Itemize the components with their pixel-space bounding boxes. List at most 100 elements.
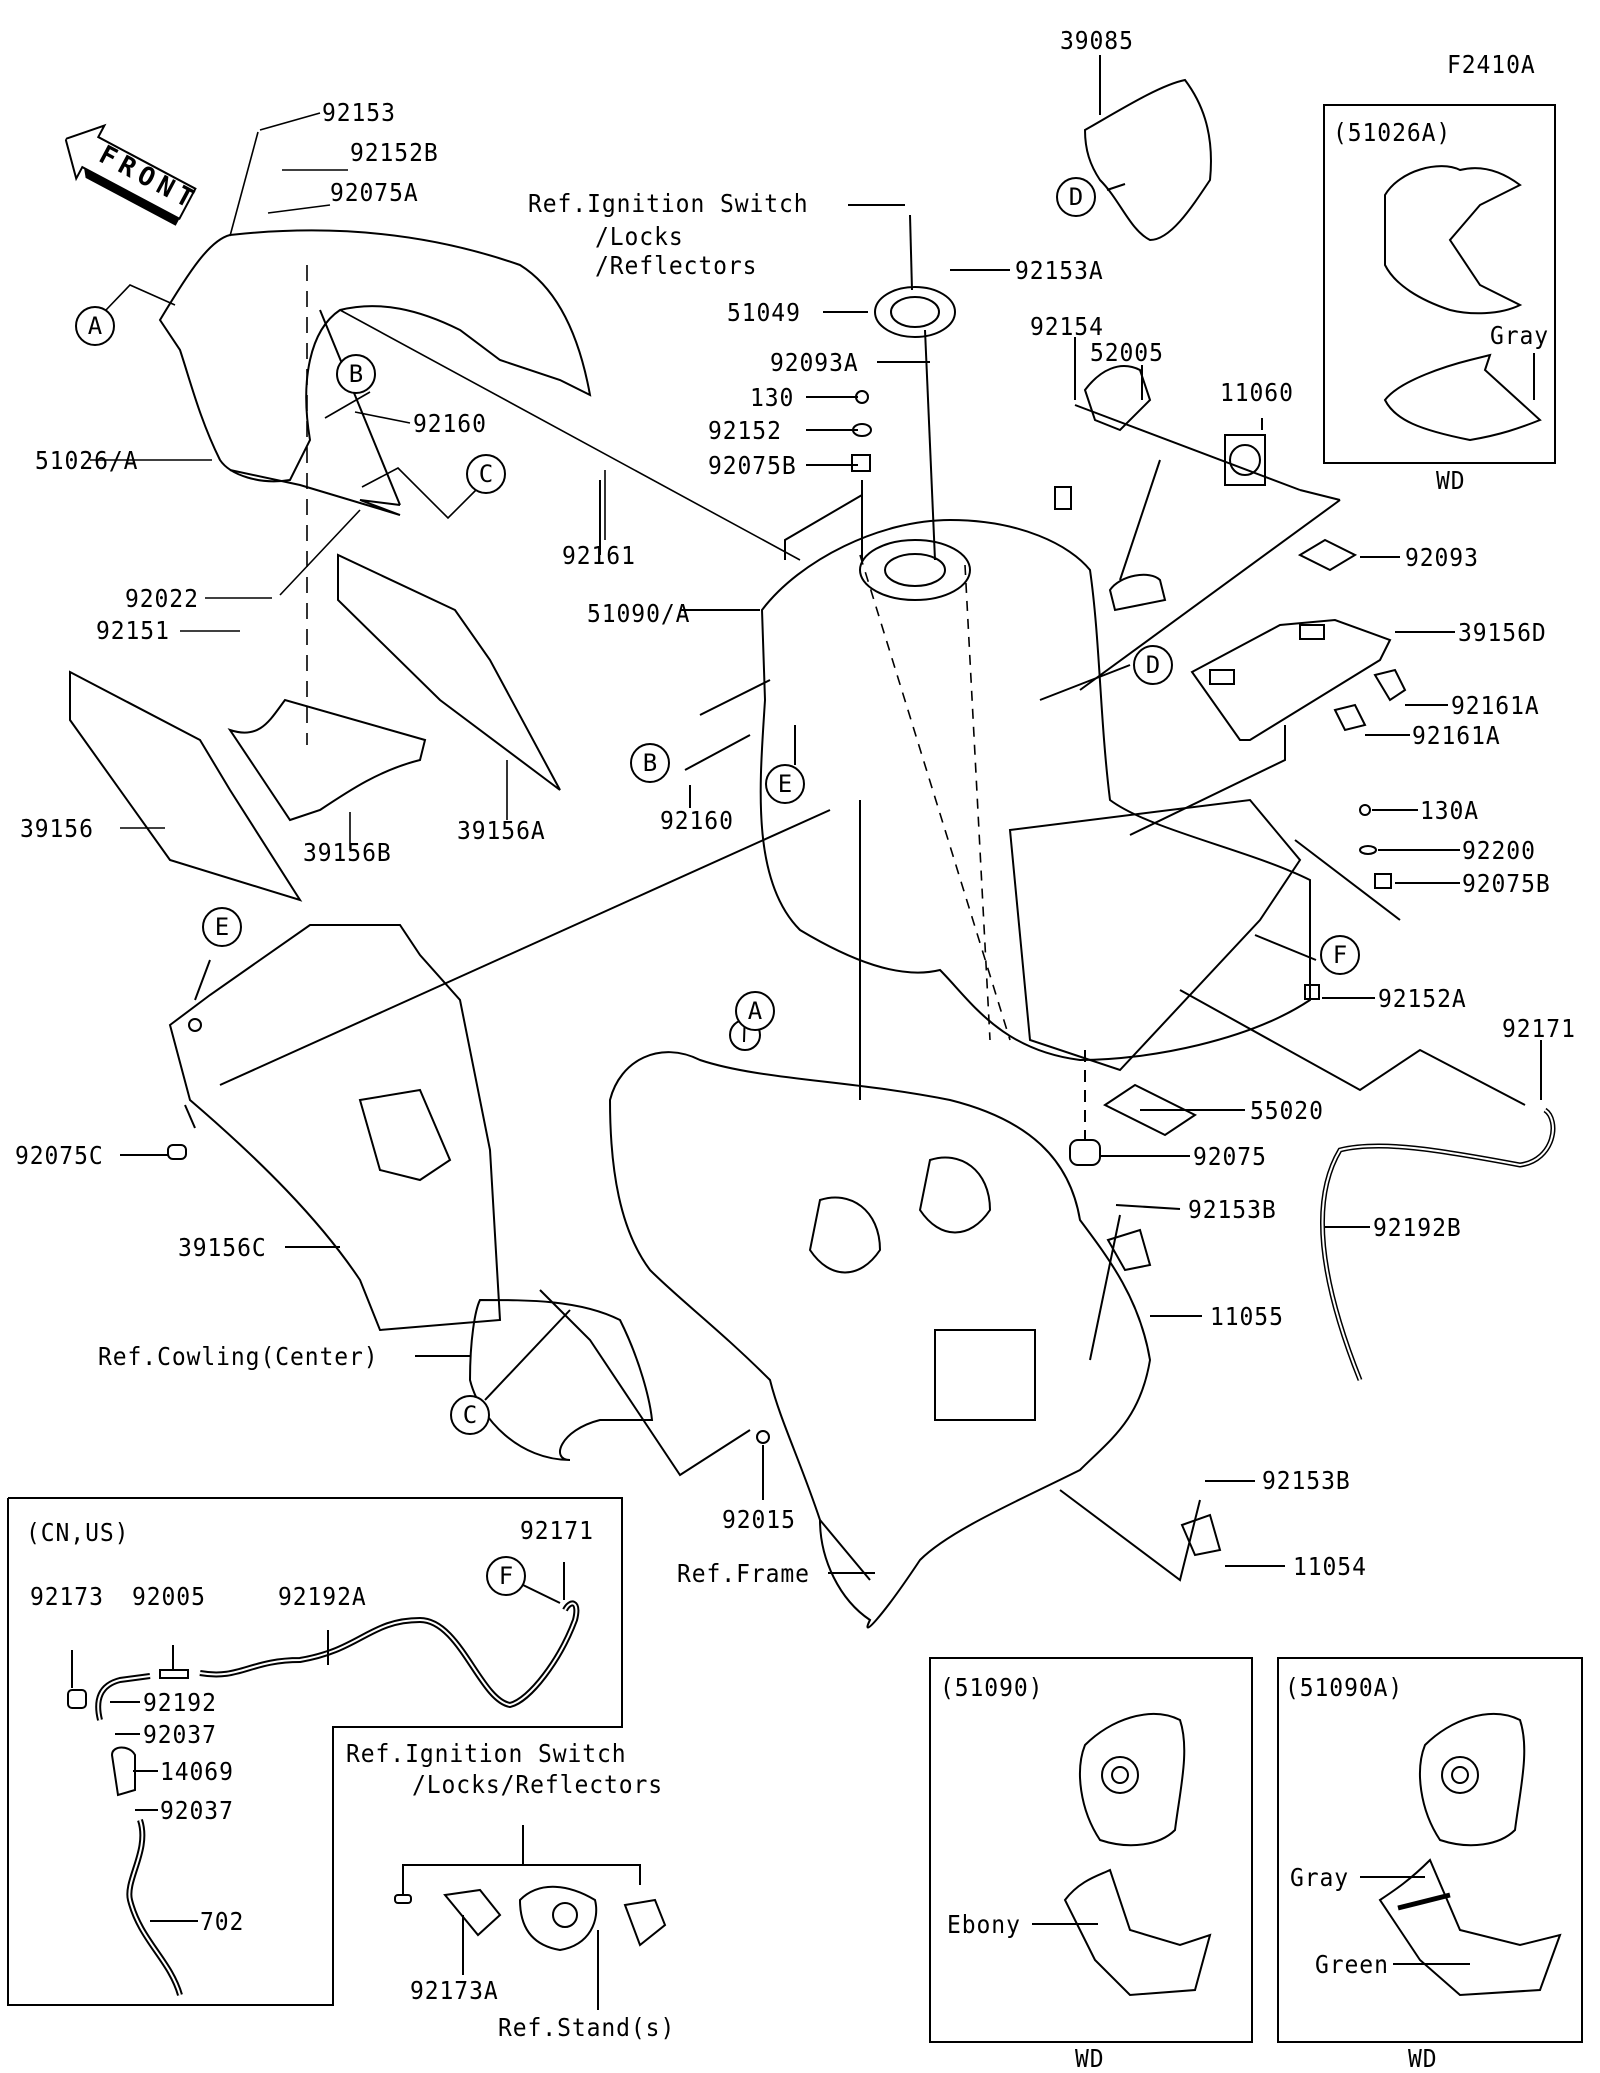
part-label-11054[interactable]: 11054 bbox=[1293, 1552, 1367, 1581]
inset-51026A bbox=[1323, 104, 1556, 464]
callout-e-left: E bbox=[202, 907, 242, 947]
inset-51090-footer: WD bbox=[1075, 2044, 1105, 2073]
ref-frame[interactable]: Ref.Frame bbox=[677, 1559, 810, 1588]
inset-51090A-footer: WD bbox=[1408, 2044, 1438, 2073]
part-label-92192A[interactable]: 92192A bbox=[278, 1582, 367, 1611]
part-label-39156B[interactable]: 39156B bbox=[303, 838, 392, 867]
tank-variant-ebony-artwork bbox=[1032, 1713, 1212, 1997]
part-label-92153A[interactable]: 92153A bbox=[1015, 256, 1104, 285]
part-label-39156[interactable]: 39156 bbox=[20, 814, 94, 843]
inset-51026A-color: Gray bbox=[1490, 321, 1550, 350]
part-label-92075[interactable]: 92075 bbox=[1193, 1142, 1267, 1171]
inset-51090 bbox=[929, 1657, 1253, 2043]
callout-e-mid: E bbox=[765, 764, 805, 804]
part-label-55020[interactable]: 55020 bbox=[1250, 1096, 1324, 1125]
part-label-51026A[interactable]: 51026/A bbox=[35, 446, 139, 475]
part-label-92152B[interactable]: 92152B bbox=[350, 138, 439, 167]
part-label-92192[interactable]: 92192 bbox=[143, 1688, 217, 1717]
part-label-92037-b[interactable]: 92037 bbox=[160, 1796, 234, 1825]
part-label-39156D[interactable]: 39156D bbox=[1458, 618, 1547, 647]
inset-51090A-title: (51090A) bbox=[1285, 1673, 1404, 1702]
callout-f-inset: F bbox=[486, 1556, 526, 1596]
fuel-pump-items bbox=[1054, 55, 1341, 691]
part-label-92161[interactable]: 92161 bbox=[562, 541, 636, 570]
inset-51090A-color-green: Green bbox=[1315, 1950, 1389, 1979]
part-label-11055[interactable]: 11055 bbox=[1210, 1302, 1284, 1331]
part-label-92022[interactable]: 92022 bbox=[125, 584, 199, 613]
callout-b-mid: B bbox=[630, 743, 670, 783]
heat-shield-items bbox=[1069, 538, 1556, 1381]
leader-lines bbox=[90, 112, 801, 850]
part-label-92153B-1[interactable]: 92153B bbox=[1188, 1195, 1277, 1224]
inset-51090-color: Ebony bbox=[947, 1910, 1021, 1939]
part-label-39156A[interactable]: 39156A bbox=[457, 816, 546, 845]
part-label-130A[interactable]: 130A bbox=[1420, 796, 1480, 825]
part-label-92160-top[interactable]: 92160 bbox=[413, 409, 487, 438]
part-label-92075B-right[interactable]: 92075B bbox=[1462, 869, 1551, 898]
tank-variant-gray-green-artwork bbox=[1360, 1713, 1562, 1997]
part-label-92015[interactable]: 92015 bbox=[722, 1505, 796, 1534]
part-label-92161A-2[interactable]: 92161A bbox=[1412, 721, 1501, 750]
part-label-92171-inset[interactable]: 92171 bbox=[520, 1516, 594, 1545]
callout-d-top: D bbox=[1056, 177, 1096, 217]
callout-a-top: A bbox=[75, 306, 115, 346]
fuel-cap-part bbox=[599, 204, 1010, 561]
part-label-92192B[interactable]: 92192B bbox=[1373, 1213, 1462, 1242]
upper-cowl-part bbox=[158, 229, 592, 516]
front-direction-indicator: FRONT bbox=[49, 108, 205, 236]
side-panels bbox=[69, 553, 561, 902]
inset-51026A-title: (51026A) bbox=[1333, 118, 1452, 147]
ref-cowling-center[interactable]: Ref.Cowling(Center) bbox=[98, 1342, 379, 1371]
callout-b-top: B bbox=[336, 354, 376, 394]
part-label-92173[interactable]: 92173 bbox=[30, 1582, 104, 1611]
part-label-92153[interactable]: 92153 bbox=[322, 98, 396, 127]
part-label-92075B-top[interactable]: 92075B bbox=[708, 451, 797, 480]
part-label-92152[interactable]: 92152 bbox=[708, 416, 782, 445]
part-label-52005[interactable]: 52005 bbox=[1090, 338, 1164, 367]
inset-51090-title: (51090) bbox=[940, 1673, 1044, 1702]
part-label-39156C[interactable]: 39156C bbox=[178, 1233, 267, 1262]
part-label-92093A[interactable]: 92093A bbox=[770, 348, 859, 377]
part-label-92075C[interactable]: 92075C bbox=[15, 1141, 104, 1170]
cowling-center-part bbox=[415, 1298, 654, 1461]
part-label-92161A-1[interactable]: 92161A bbox=[1451, 691, 1540, 720]
part-label-92153B-2[interactable]: 92153B bbox=[1262, 1466, 1351, 1495]
part-label-702[interactable]: 702 bbox=[200, 1907, 245, 1936]
cn-us-hose-artwork bbox=[67, 1562, 580, 1996]
ref-stands[interactable]: Ref.Stand(s) bbox=[498, 2013, 676, 2042]
ref-ignition-switch-inset[interactable]: Ref.Ignition Switch bbox=[346, 1739, 627, 1768]
part-label-11060[interactable]: 11060 bbox=[1220, 378, 1294, 407]
diagram-code: F2410A bbox=[1447, 50, 1536, 79]
part-label-92151[interactable]: 92151 bbox=[96, 616, 170, 645]
part-label-92154[interactable]: 92154 bbox=[1030, 312, 1104, 341]
callout-f-mid: F bbox=[1320, 935, 1360, 975]
part-label-39085[interactable]: 39085 bbox=[1060, 26, 1134, 55]
front-arrow-icon bbox=[64, 123, 197, 226]
part-label-51090A[interactable]: 51090/A bbox=[587, 599, 691, 628]
ref-reflectors-top: /Reflectors bbox=[595, 251, 758, 280]
part-label-92160-mid[interactable]: 92160 bbox=[660, 806, 734, 835]
part-label-130[interactable]: 130 bbox=[750, 383, 795, 412]
part-label-92037-a[interactable]: 92037 bbox=[143, 1720, 217, 1749]
ignition-lock-artwork bbox=[394, 1825, 667, 2010]
inset-51090A-color-gray: Gray bbox=[1290, 1863, 1350, 1892]
ref-locks-reflectors-inset: /Locks/Reflectors bbox=[412, 1770, 664, 1799]
part-label-14069[interactable]: 14069 bbox=[160, 1757, 234, 1786]
callout-c-top: C bbox=[466, 454, 506, 494]
part-label-92075A[interactable]: 92075A bbox=[330, 178, 419, 207]
part-label-92152A[interactable]: 92152A bbox=[1378, 984, 1467, 1013]
inner-guard-part bbox=[120, 809, 831, 1332]
part-label-92173A[interactable]: 92173A bbox=[410, 1976, 499, 2005]
inset-51090A bbox=[1277, 1657, 1583, 2043]
part-label-51049[interactable]: 51049 bbox=[727, 298, 801, 327]
callout-a-frame: A bbox=[735, 991, 775, 1031]
ref-ignition-switch-top[interactable]: Ref.Ignition Switch bbox=[528, 189, 809, 218]
callout-c-cowling: C bbox=[450, 1395, 490, 1435]
part-label-92171-right[interactable]: 92171 bbox=[1502, 1014, 1576, 1043]
part-label-92005[interactable]: 92005 bbox=[132, 1582, 206, 1611]
part-label-92093[interactable]: 92093 bbox=[1405, 543, 1479, 572]
part-label-92200[interactable]: 92200 bbox=[1462, 836, 1536, 865]
ref-locks-top: /Locks bbox=[595, 222, 684, 251]
